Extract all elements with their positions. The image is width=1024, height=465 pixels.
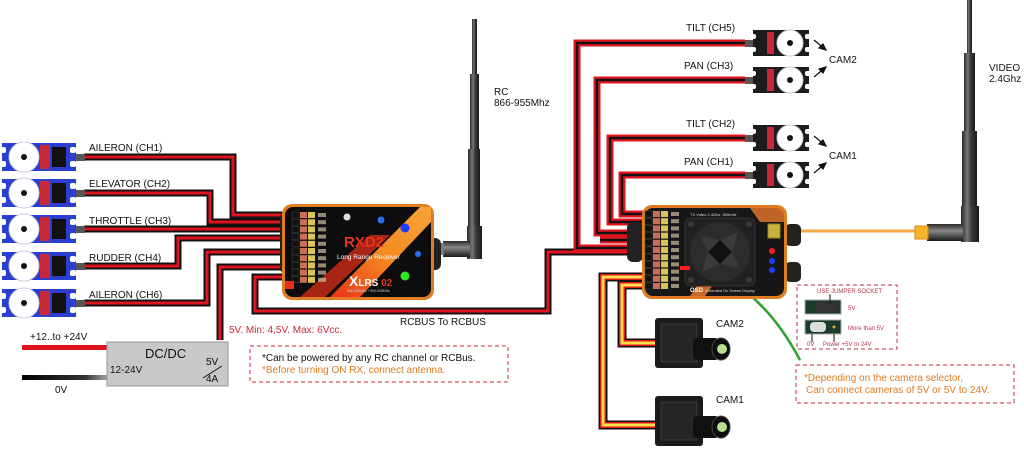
rxd2-receiver: RXD2 Long Range Receiver XLRS 02 866-868… <box>280 204 441 300</box>
rx-led-white <box>343 213 351 221</box>
rc-antenna-label-1: RC <box>494 87 508 98</box>
video-antenna: VIDEO 2.4Ghz <box>914 0 1021 242</box>
left-servo-group <box>0 141 85 319</box>
vtx-header-text: TX Video 2.4Ghz. 500mW <box>690 212 737 217</box>
jumper-5v-diagram <box>804 294 842 315</box>
note-camera-voltage: Can connect cameras of 5V or 5V to 24V. <box>806 385 990 396</box>
servo-label-pan-ch3: PAN (CH3) <box>684 61 733 72</box>
rx-led-blue <box>400 223 410 233</box>
wire-cam1 <box>598 272 660 430</box>
jumper-option-5v: 5V <box>848 306 855 312</box>
vtx-led-blue-2 <box>769 267 775 273</box>
servo-label-throttle-ch3: THROTTLE (CH3) <box>89 216 171 227</box>
cam-group-label-cam2: CAM2 <box>829 55 857 66</box>
servo-label-aileron-ch1: AILERON (CH1) <box>89 143 162 154</box>
power-input: +12..to +24V 0V DC/DC 12-24V 5V 4A <box>22 332 229 396</box>
servo-black <box>745 124 811 152</box>
servo-label-rudder-ch4: RUDDER (CH4) <box>89 253 161 264</box>
wire-pan-ch1 <box>618 171 745 218</box>
wire-elevator-ch2 <box>84 189 292 226</box>
servo-black <box>745 161 811 189</box>
rx-led-bt <box>415 251 421 257</box>
note-powered-by: *Can be powered by any RC channel or RCB… <box>262 353 475 364</box>
jumper-pin-power: Power +5V to 24V <box>823 342 872 348</box>
jumper-socket-box: USE JUMPER SOCKET 5V More than 5V 0V Pow… <box>796 284 898 350</box>
dcdc-title: DC/DC <box>145 346 186 361</box>
rc-antenna: RC 866-955Mhz <box>434 19 550 259</box>
wire-cam2 <box>617 280 660 348</box>
camera-group <box>655 318 731 446</box>
jumper-more-than-5v-diagram <box>804 319 842 342</box>
camera-label-cam1: CAM1 <box>716 395 744 406</box>
rx-led-green <box>400 271 410 281</box>
rx-power-note: 5V. Min: 4,5V. Max: 6Vcc. <box>229 325 342 336</box>
rx-frequency: 866-868MHz / 900-928MHz <box>347 289 390 293</box>
vtx-pin-header <box>644 210 679 290</box>
note-camera-selector: *Depending on the camera selector, <box>804 373 963 384</box>
jumper-option-more-than-5v: More than 5V <box>848 326 884 332</box>
wire-tilt-ch2 <box>606 134 745 226</box>
vtx-sma-connector <box>767 223 781 239</box>
jumper-pin-0v: 0V <box>807 342 814 348</box>
left-servo-labels: AILERON (CH1) ELEVATOR (CH2) THROTTLE (C… <box>89 143 171 301</box>
servo-blue <box>0 213 85 245</box>
servo-blue <box>0 141 85 173</box>
servo-black <box>745 66 811 94</box>
wire-tilt-ch5 <box>573 39 745 252</box>
vtx-red-jumper-pin <box>680 266 690 270</box>
servo-label-pan-ch1: PAN (CH1) <box>684 157 733 168</box>
dcdc-input-range: 12-24V <box>110 365 143 376</box>
wire-power-5v <box>216 263 292 340</box>
vtx-led-red <box>769 248 775 254</box>
servo-blue <box>0 250 85 282</box>
servo-label-aileron-ch6: AILERON (CH6) <box>89 290 162 301</box>
rx-model: XLRS 02 <box>349 273 393 289</box>
servo-label-tilt-ch2: TILT (CH2) <box>686 119 735 130</box>
note-connect-antenna: *Before turning ON RX, connect antenna. <box>262 365 445 376</box>
vtx-led-blue-1 <box>769 258 775 264</box>
vtx-osd-brand: OSD <box>690 288 704 294</box>
rx-pin-header <box>291 211 326 284</box>
dcdc-output-voltage: 5V <box>206 357 219 368</box>
jumper-title: USE JUMPER SOCKET <box>817 289 882 295</box>
camera-wires <box>598 272 660 430</box>
right-servo-group <box>745 29 811 189</box>
rx-subtitle: Long Range Receiver <box>337 254 401 261</box>
servo-label-elevator-ch2: ELEVATOR (CH2) <box>89 179 170 190</box>
wire-zero-input <box>22 375 112 380</box>
rc-antenna-label-2: 866-955Mhz <box>494 98 550 109</box>
ce-mark <box>285 281 294 289</box>
servo-blue <box>0 287 85 319</box>
video-antenna-label-1: VIDEO <box>989 63 1020 74</box>
cam-group-arrows <box>813 39 828 174</box>
input-zero-label: 0V <box>55 385 68 396</box>
dcdc-converter: DC/DC 12-24V 5V 4A <box>106 341 229 387</box>
wire-aileron-ch6 <box>84 248 292 307</box>
input-plus-label: +12..to +24V <box>30 332 88 343</box>
left-servo-wires <box>84 153 640 340</box>
wire-rudder-ch4 <box>84 234 292 270</box>
servo-blue <box>0 177 85 209</box>
rx-brand: RXD2 <box>344 234 384 251</box>
vtx-osd-text: Extended On Screen Display <box>706 289 755 293</box>
wire-plus-input <box>22 345 112 350</box>
servo-black <box>745 29 811 57</box>
servo-label-tilt-ch5: TILT (CH5) <box>686 23 735 34</box>
wire-pan-ch3 <box>593 76 745 237</box>
video-antenna-label-2: 2.4Ghz <box>989 74 1021 85</box>
cam-group-label-cam1: CAM1 <box>829 151 857 162</box>
rcbus-label: RCBUS To RCBUS <box>400 317 486 328</box>
wire-aileron-ch1 <box>84 153 292 219</box>
vtx-fan <box>684 217 756 287</box>
notes-box-right: *Depending on the camera selector, Can c… <box>795 364 1015 404</box>
camera <box>655 318 731 368</box>
camera <box>655 396 731 446</box>
rx-led-blue-small <box>377 216 385 224</box>
dcdc-output-current: 4A <box>206 374 219 385</box>
video-transmitter: TX Video 2.4Ghz. 500mW OSD Extended On S… <box>627 205 801 299</box>
notes-box-left: *Can be powered by any RC channel or RCB… <box>249 345 509 383</box>
wire-rcbus <box>251 248 640 315</box>
right-servo-labels: TILT (CH5) PAN (CH3) TILT (CH2) PAN (CH1… <box>684 23 735 168</box>
camera-label-cam2: CAM2 <box>716 319 744 330</box>
